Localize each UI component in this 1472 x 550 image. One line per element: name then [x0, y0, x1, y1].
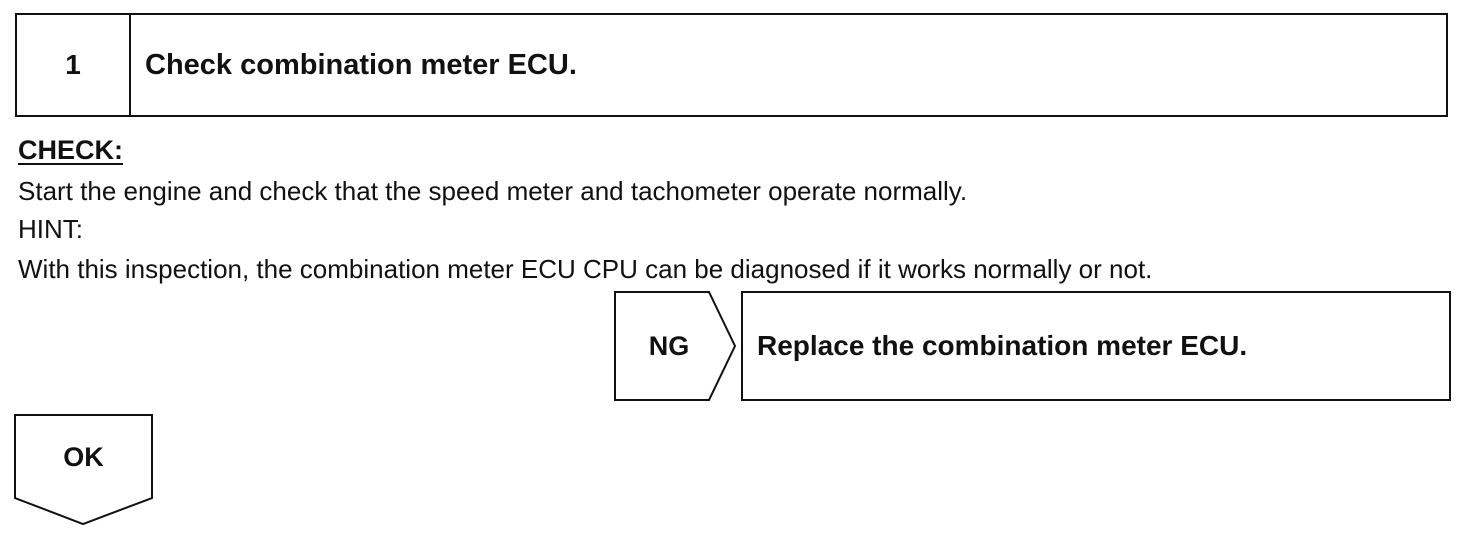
ng-action-text: Replace the combination meter ECU. [757, 330, 1248, 361]
hint-text: With this inspection, the combination me… [18, 254, 1153, 284]
check-instruction: Start the engine and check that the spee… [18, 176, 968, 206]
ng-action-box: Replace the combination meter ECU. [741, 291, 1451, 401]
check-heading: CHECK: [18, 135, 123, 165]
ng-label: NG [648, 330, 690, 361]
ok-label: OK [63, 441, 104, 472]
step-title: Check combination meter ECU. [145, 48, 577, 81]
ok-arrow-shape [14, 414, 153, 526]
ng-arrow-shape [614, 291, 737, 401]
hint-label: HINT: [18, 214, 83, 244]
step-number: 1 [17, 15, 131, 115]
step-header-box: 1 Check combination meter ECU. [15, 13, 1448, 117]
